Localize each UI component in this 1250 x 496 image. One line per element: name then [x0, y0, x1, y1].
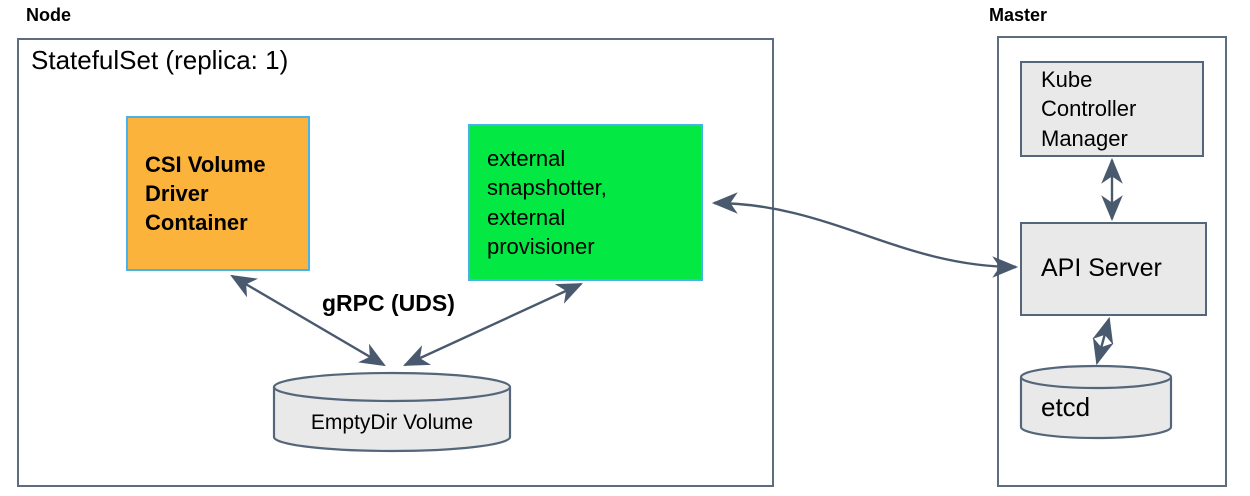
external-sidecars-box: external snapshotter, external provision… [468, 124, 703, 281]
csi-volume-driver-label: CSI Volume Driver Container [145, 151, 266, 236]
grpc-uds-label: gRPC (UDS) [322, 290, 455, 316]
kube-controller-manager-box: Kube Controller Manager [1020, 61, 1204, 157]
api-server-label: API Server [1041, 254, 1162, 283]
etcd-label: etcd [1041, 392, 1091, 422]
emptydir-volume-label: EmptyDir Volume [310, 411, 474, 434]
node-section-label: Node [26, 5, 71, 25]
external-sidecars-label: external snapshotter, external provision… [487, 146, 607, 259]
kube-controller-manager-label: Kube Controller Manager [1041, 67, 1137, 151]
master-section-label: Master [989, 5, 1048, 25]
api-server-box: API Server [1020, 222, 1207, 316]
csi-volume-driver-box: CSI Volume Driver Container [126, 116, 310, 271]
statefulset-label: StatefulSet (replica: 1) [31, 45, 289, 75]
